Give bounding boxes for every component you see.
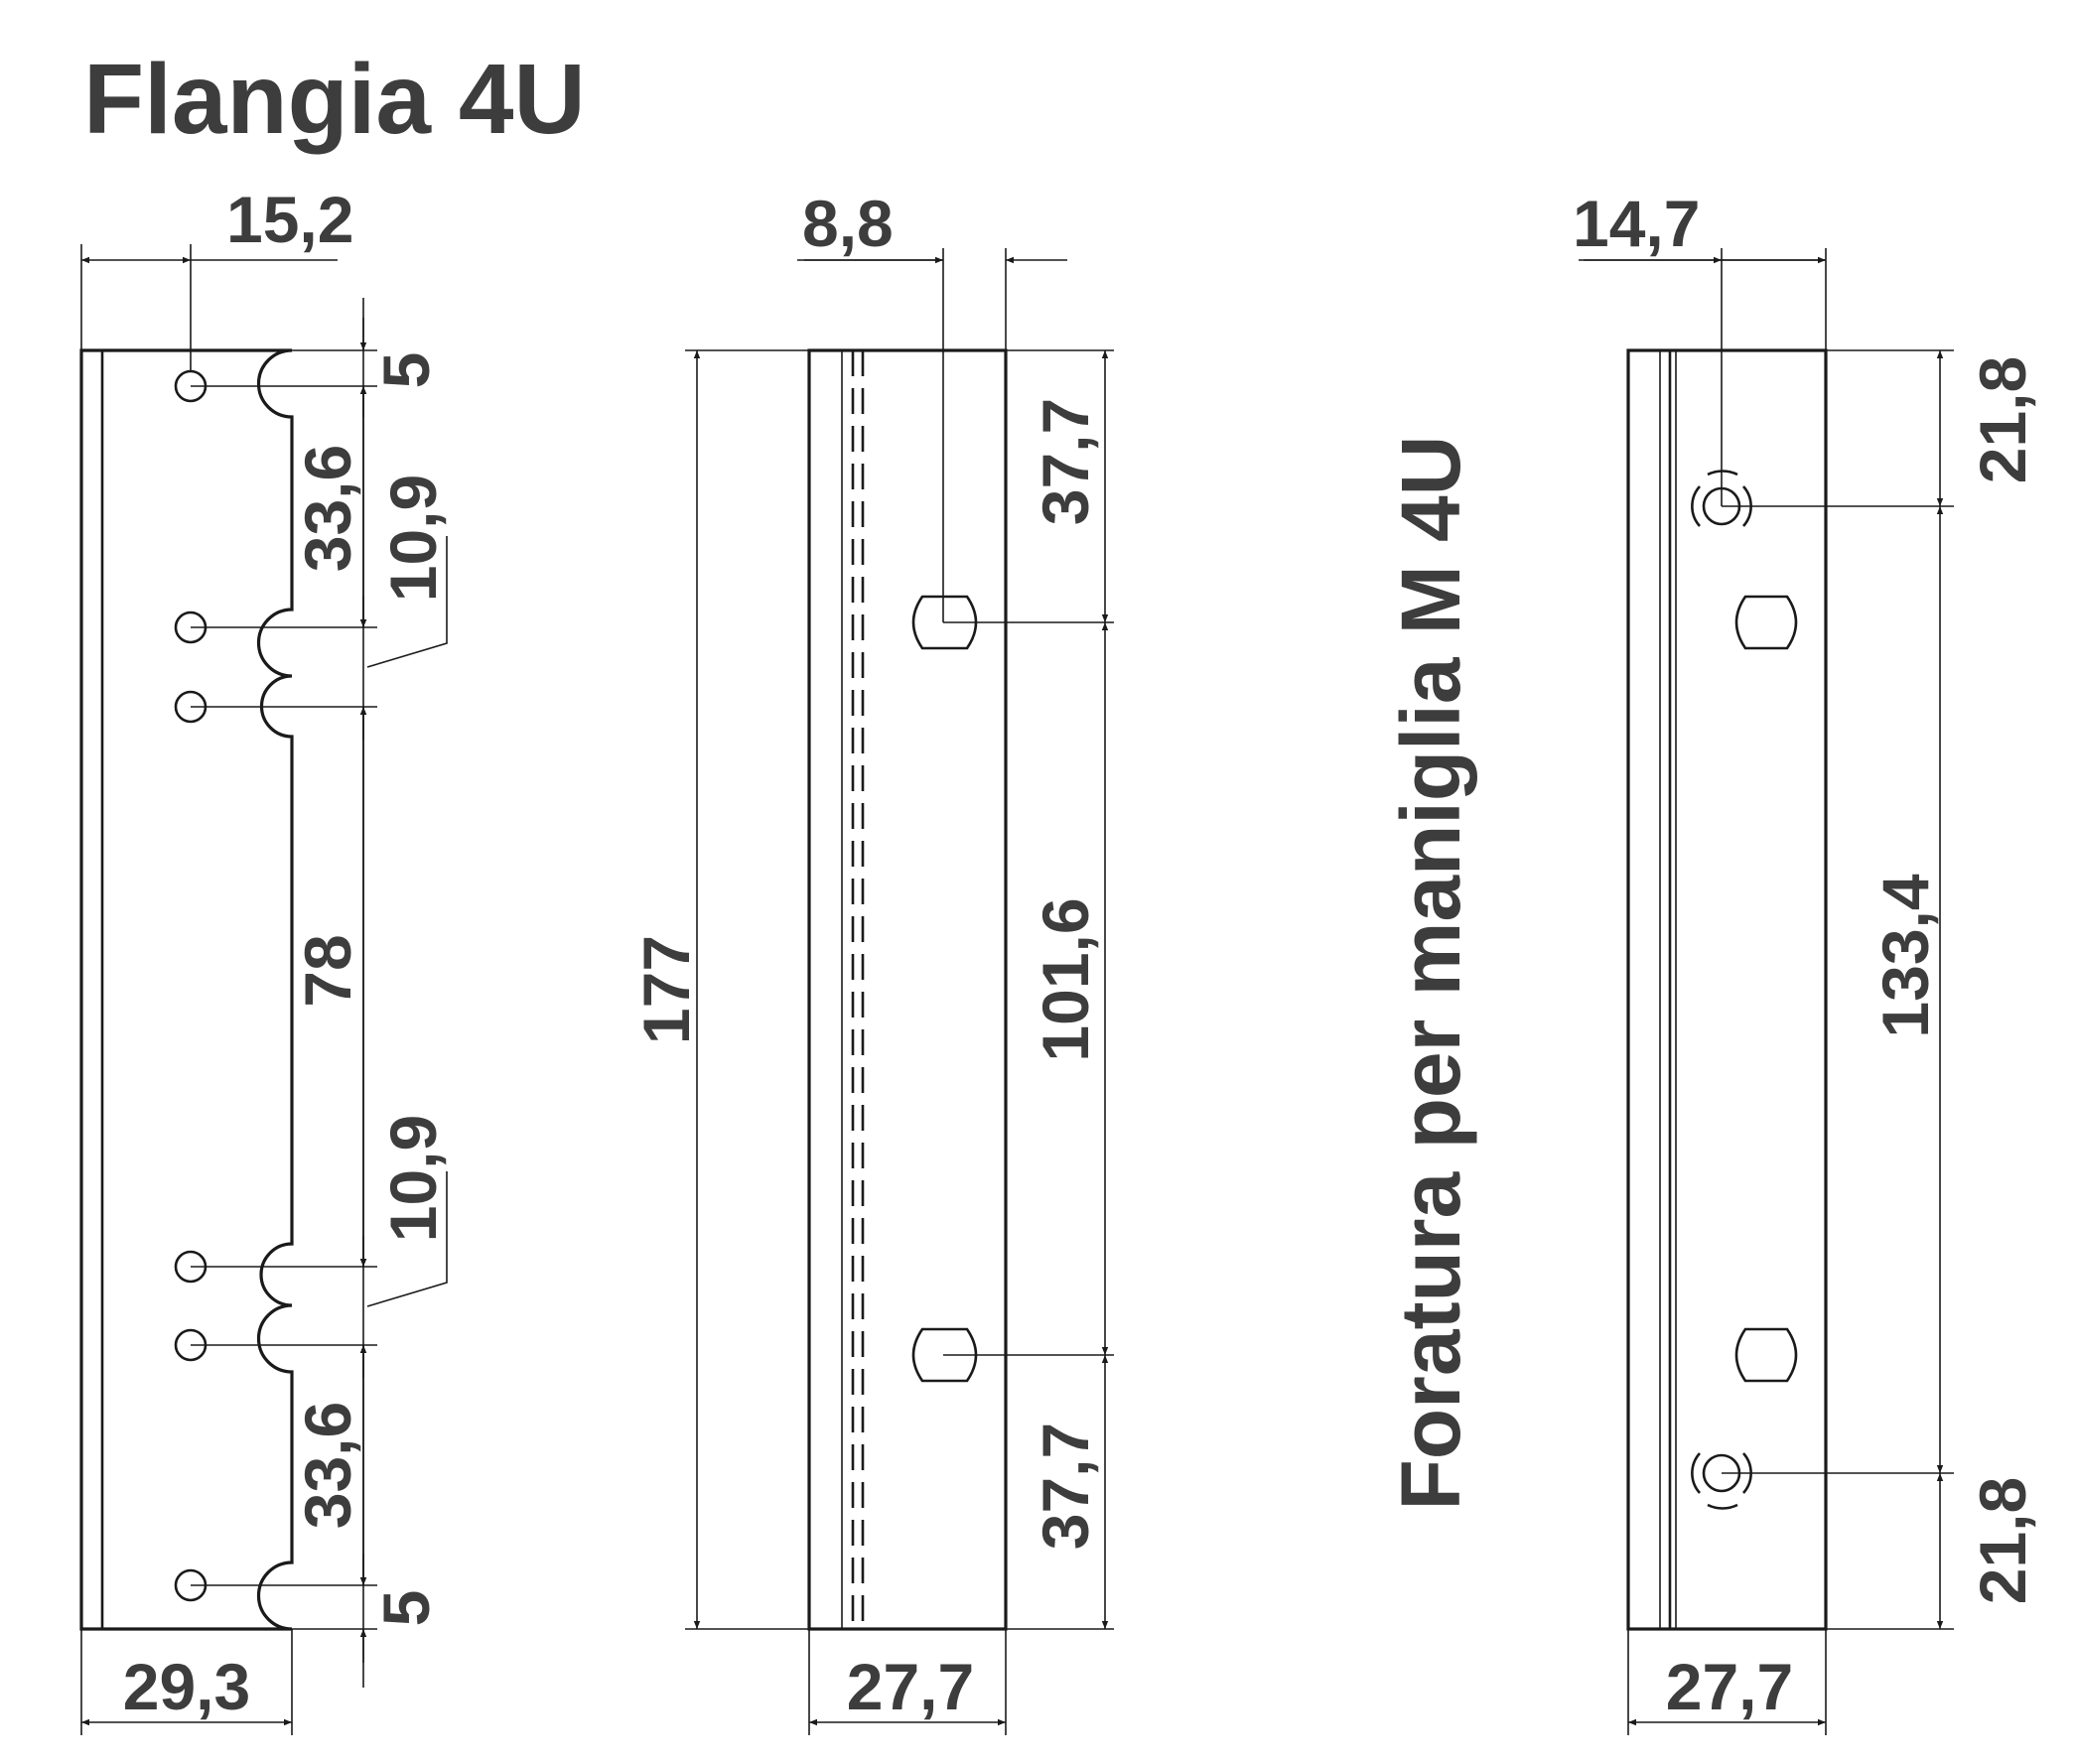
view-front: 8,8 177 37,7 101,6 37,7 27,7 [629,187,1114,1735]
dim-hole-to-bottom: 21,8 [1966,1477,2039,1604]
dim-hole-pair-top: 10,9 [376,475,450,602]
dim-bottom-margin: 5 [369,1590,443,1627]
dim-hole-spacing: 133,4 [1868,874,1942,1037]
handle-outline [1626,348,1828,1631]
dim-top-to-hole: 21,8 [1966,356,2039,483]
drawing-title: Flangia 4U [83,44,586,155]
dim-front-width: 27,7 [847,1650,974,1723]
slot-top [1734,595,1798,650]
dim-hole-pair-bottom: 10,9 [376,1115,450,1242]
slot-bottom [1734,1327,1798,1383]
dim-hole-spacing-top: 33,6 [291,445,364,572]
dim-handle-width: 27,7 [1666,1650,1793,1723]
slot-bottom [911,1327,978,1383]
dim-slot-offset: 8,8 [802,187,894,260]
front-outline [807,348,1008,1631]
dim-center-span: 78 [291,934,364,1007]
dim-top-width: 15,2 [226,183,353,256]
view-flange-profile: 15,2 5 33,6 10,9 78 10,9 33,6 5 29,3 [79,183,450,1735]
dim-hole-spacing-bottom: 33,6 [291,1402,364,1529]
dim-slot-spacing: 101,6 [1029,897,1102,1061]
dim-top-to-slot: 37,7 [1029,398,1102,525]
dim-top-margin: 5 [369,352,443,389]
dim-height: 177 [629,935,703,1044]
dim-slot-to-bottom: 37,7 [1029,1423,1102,1550]
dim-hole-offset: 14,7 [1573,187,1700,260]
slot-top [911,595,978,650]
view-handle-drilling: 14,7 21,8 133,4 21,8 27,7 [1573,187,2039,1735]
handle-drilling-label: Foratura per maniglia M 4U [1384,436,1477,1511]
threaded-hole-bottom [1691,1452,1752,1510]
flange-outline [79,348,294,1631]
dim-bottom-width: 29,3 [123,1650,250,1723]
